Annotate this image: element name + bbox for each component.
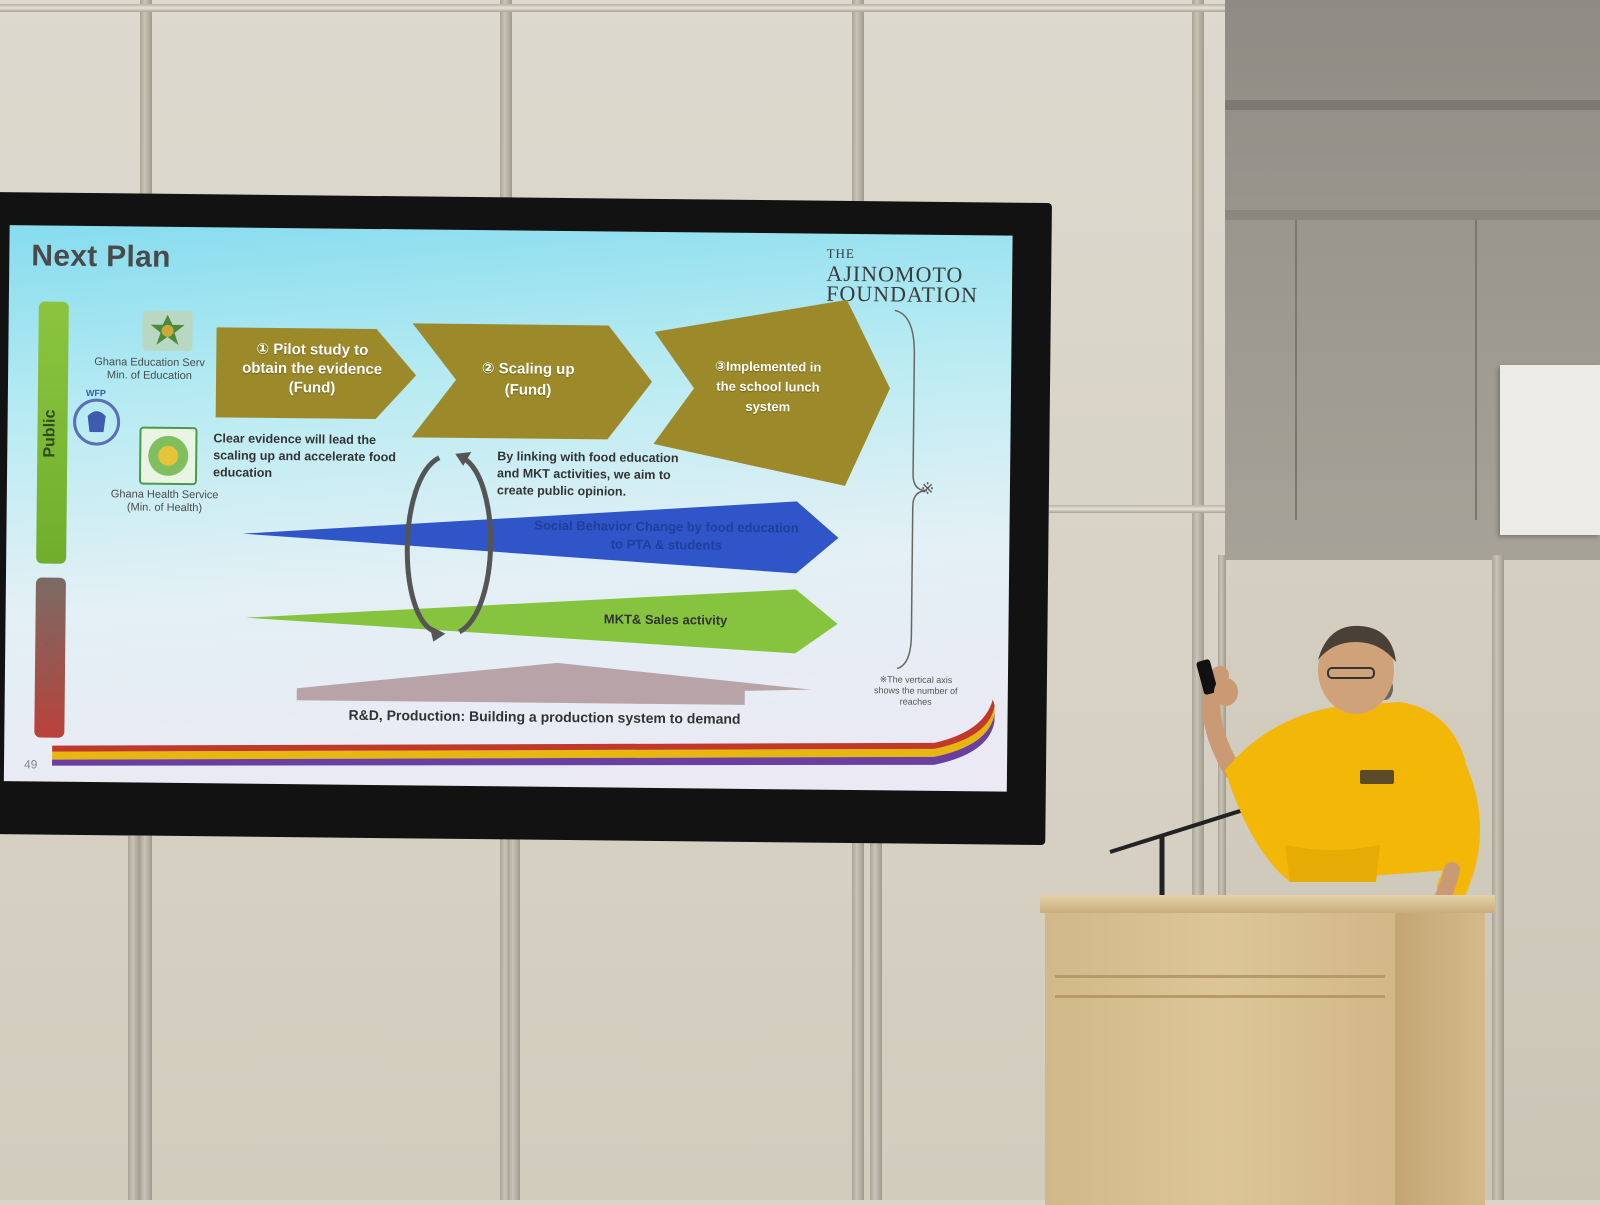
vertical-axis-note: ※The vertical axis shows the number of r… [873,674,958,707]
podium-side [1395,905,1485,1205]
presentation-slide: Next Plan THE AJINOMOTO FOUNDATION Publi… [3,225,1013,792]
step2-label: ② Scaling up (Fund) [481,360,575,399]
wall-seam [870,830,882,1200]
shirt-badge [1360,770,1394,784]
display-screen: Next Plan THE AJINOMOTO FOUNDATION Publi… [0,192,1052,846]
social-change-wedge [242,501,839,574]
yellow-polo-shirt [1225,702,1472,882]
wall-seam [128,830,140,1200]
evidence-note: Clear evidence will lead the scaling up … [213,431,397,480]
brace [894,309,927,670]
ghana-coat-of-arms-icon [142,310,193,352]
mkt-sales-label: MKT& Sales activity [603,611,728,628]
podium-top [1040,895,1495,913]
step1-chevron [215,327,417,420]
ghs-emblem-icon [138,426,198,486]
speaker [1109,625,1480,920]
step1-label: ① Pilot study to obtain the evidence (Fu… [242,340,383,397]
plan-diagram [51,299,995,766]
speaker-head [1318,626,1394,714]
wall-seam [1218,555,1226,1200]
page-number: 49 [23,757,38,772]
reference-mark: ※ [920,480,935,498]
glasses-icon [1327,667,1375,679]
mkt-sales-wedge [245,589,838,654]
cycle-arrow-left [404,455,441,635]
public-opinion-note: By linking with food education and MKT a… [496,449,679,499]
raised-arm [1202,666,1241,779]
step2-chevron [411,323,653,440]
podium-trim [1055,975,1385,978]
step3-chevron [653,299,890,486]
wall-rail [0,4,1230,12]
podium-trim [1055,995,1385,998]
wall-seam [1492,555,1504,1200]
step3-label: ③Implemented in the school lunch system [714,358,822,415]
footer-stripe-purple [51,713,995,766]
footer-stripe-yellow [52,705,995,760]
wall-sign [1500,365,1600,535]
wall-rail [1030,505,1230,513]
production-base-arrow [296,662,811,705]
remote-control-icon [1196,659,1218,695]
cycle-arrow-right [458,455,494,635]
social-change-label: Social Behavior Change by food education… [534,517,799,553]
footer-stripe-red [52,699,995,752]
wall-seam [508,830,520,1200]
wfp-logo-icon [73,398,121,446]
